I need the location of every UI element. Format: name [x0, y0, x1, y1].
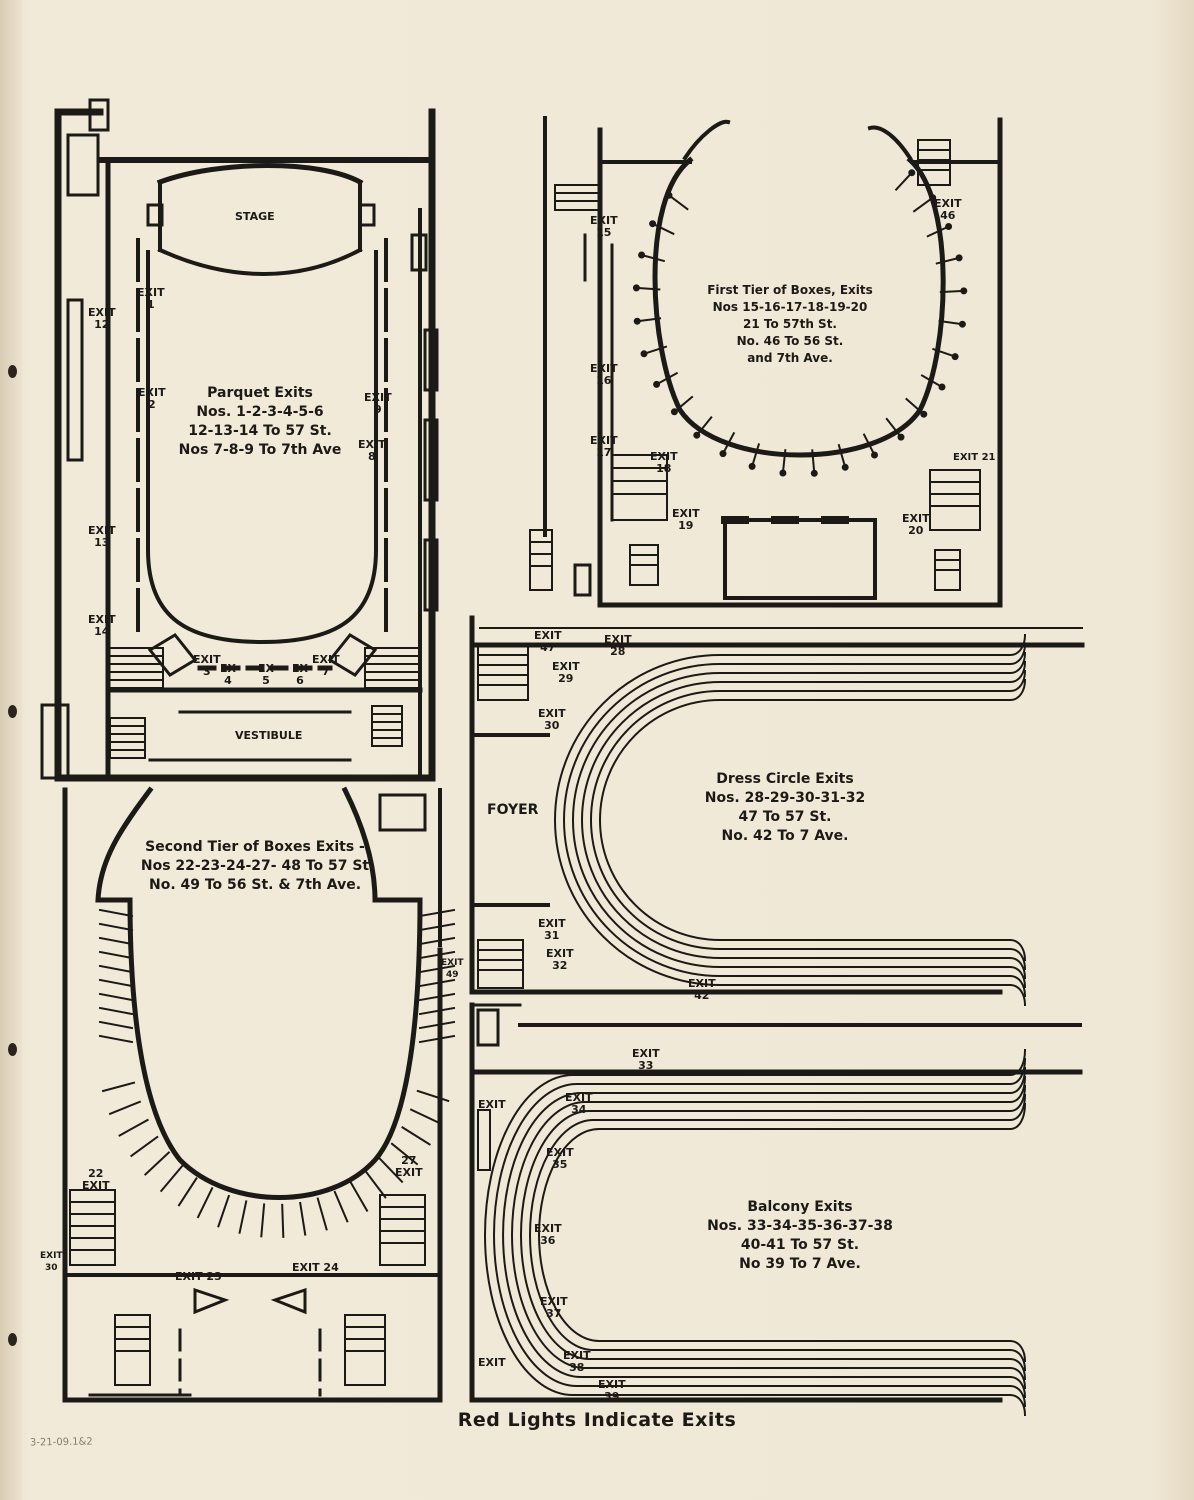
exit-label: EXIT 24: [292, 1261, 339, 1274]
exit-label: EXIT 20: [902, 512, 930, 537]
balcony-plan: [469, 1002, 1083, 1417]
exit-label: EXIT 18: [650, 450, 678, 475]
exit-label: EXIT 2: [138, 386, 166, 411]
exit-label: EXIT 38: [563, 1349, 591, 1374]
exit-label: EXIT 37: [540, 1295, 568, 1320]
exit-label: EXIT 31: [538, 917, 566, 942]
binding-hole: [8, 1043, 17, 1056]
exit-label: EXIT 29: [552, 660, 580, 685]
exit-label: EXIT 30: [538, 707, 566, 732]
vestibule-label: VESTIBULE: [235, 729, 303, 742]
exit-label: EXIT 49: [441, 958, 464, 980]
exit-label: EX 5: [258, 662, 274, 687]
exit-label: 22 EXIT: [82, 1167, 110, 1192]
binding-hole: [8, 1333, 17, 1346]
exit-label: EXIT 14: [88, 613, 116, 638]
exit-label: EXIT 19: [672, 507, 700, 532]
exit-label: EXIT 7: [312, 653, 340, 678]
exit-label: EXIT 16: [590, 362, 618, 387]
exit-label: EXIT 34: [565, 1091, 593, 1116]
exit-label: EXIT: [478, 1098, 506, 1111]
balcony-exits-caption: Balcony Exits Nos. 33-34-35-36-37-38 40-…: [707, 1199, 893, 1272]
stage-label: STAGE: [235, 210, 275, 223]
binding-spine: [0, 0, 22, 1500]
exit-label: EXIT 30: [40, 1251, 63, 1273]
exit-label: EXIT 9: [364, 391, 392, 416]
exit-label: EXIT: [478, 1356, 506, 1369]
exit-label: EXIT 13: [88, 524, 116, 549]
dress-circle-plan: [469, 615, 1085, 1007]
exit-label: EXIT 47: [534, 629, 562, 654]
exit-label: EXIT 36: [534, 1222, 562, 1247]
first-tier-exits-caption: First Tier of Boxes, Exits Nos 15-16-17-…: [707, 283, 873, 365]
binding-hole: [8, 365, 17, 378]
exit-label: EXIT 21: [953, 452, 996, 463]
exit-label: EXIT 32: [546, 947, 574, 972]
exit-label: EXIT 42: [688, 977, 716, 1002]
binding-hole: [8, 705, 17, 718]
exit-label: EX 6: [292, 662, 308, 687]
exit-label: EXIT 12: [88, 306, 116, 331]
first-tier-plan: [529, 116, 1003, 608]
exit-label: EXIT 8: [358, 438, 386, 463]
dress-circle-exits-caption: Dress Circle Exits Nos. 28-29-30-31-32 4…: [704, 771, 866, 844]
exit-label: EXIT 46: [934, 197, 962, 222]
foyer-label: FOYER: [487, 802, 539, 818]
exit-label: EXIT 1: [137, 286, 165, 311]
exit-label: EXIT 35: [546, 1146, 574, 1171]
exit-label: EXIT 17: [590, 434, 618, 459]
exit-label: EXIT 33: [632, 1047, 660, 1072]
exit-label: EXIT 3: [193, 653, 221, 678]
exit-label: EXIT 28: [604, 633, 632, 658]
second-tier-plan: [62, 786, 456, 1403]
second-tier-exits-caption: Second Tier of Boxes Exits - Nos 22-23-2…: [140, 839, 370, 893]
footer-caption: Red Lights Indicate Exits: [457, 1409, 737, 1431]
parquet-exits-caption: Parquet Exits Nos. 1-2-3-4-5-6 12-13-14 …: [178, 385, 342, 458]
archive-pencil-mark: 3-21-09.1&2: [29, 1436, 93, 1449]
exit-label: EXIT 23: [175, 1270, 222, 1283]
exit-label: EXIT 39: [598, 1378, 626, 1403]
parquet-plan: [40, 98, 439, 782]
exit-label: EXIT 15: [590, 214, 618, 239]
exit-label: 27 EXIT: [395, 1154, 423, 1179]
exit-label: EX 4: [220, 662, 236, 687]
